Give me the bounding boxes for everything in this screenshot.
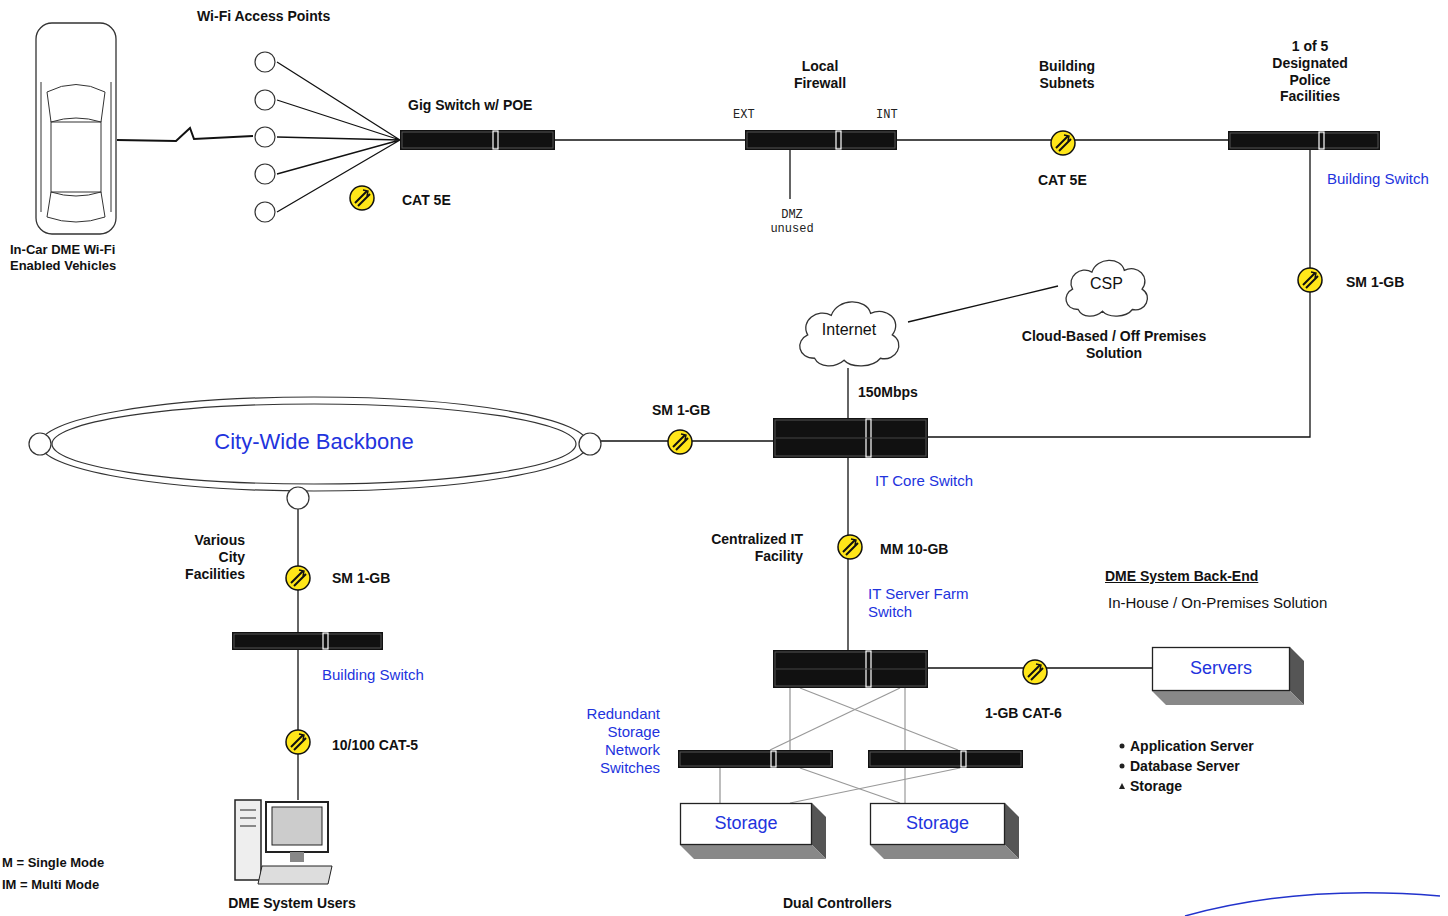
node-label: Local Firewall (780, 58, 860, 92)
network-link (719, 768, 720, 803)
list-item: Database Server (1130, 758, 1240, 775)
switch-label: IT Server Farm Switch (868, 585, 996, 621)
legend-note: M = Single Mode (2, 855, 104, 871)
network-link (928, 150, 1310, 437)
network-link (117, 128, 253, 141)
network-switch: 1 of 5 Designated Police FacilitiesBuild… (1228, 131, 1380, 150)
network-link (297, 493, 298, 632)
access-points: Wi-Fi Access Points (253, 50, 277, 224)
cable-label: CAT 5E (1038, 172, 1087, 189)
switch-label: Building Switch (1327, 170, 1429, 188)
network-switch-shape (232, 632, 383, 650)
note-label: Dual Controllers (783, 895, 892, 912)
list-item: Storage (1130, 778, 1182, 795)
bandwidth-label: 150Mbps (858, 384, 918, 401)
network-link (847, 368, 848, 418)
storage-box: Storage (870, 803, 1005, 845)
vehicle: In-Car DME Wi-Fi Enabled Vehicles (35, 22, 117, 235)
storage-switch-shape (678, 750, 833, 768)
internet-cloud: Internet (790, 290, 908, 368)
server-farm-switch-shape (773, 650, 928, 688)
access-points-shape (253, 50, 277, 224)
subnet-label: Building Subnets (1025, 58, 1109, 92)
facility-label: Various City Facilities (165, 532, 245, 582)
vehicle-shape (35, 22, 117, 235)
section-heading: DME System Back-End (1105, 568, 1258, 585)
box-label: Storage (680, 813, 812, 835)
region-arc (1185, 893, 1440, 916)
network-switch-shape (400, 130, 555, 150)
port-label: DMZ unused (762, 208, 822, 237)
node-label: Gig Switch w/ POE (408, 97, 532, 114)
core-switch-shape (773, 418, 928, 458)
cloud-caption: Cloud-Based / Off Premises Solution (1003, 328, 1225, 362)
storage-links (770, 688, 960, 803)
firewall-shape (745, 130, 897, 150)
network-link (908, 286, 1058, 322)
facility-label: 1 of 5 Designated Police Facilities (1260, 38, 1360, 105)
port-label: EXT (733, 108, 755, 122)
cable-label: SM 1-GB (1346, 274, 1404, 291)
vehicle-label: In-Car DME Wi-Fi Enabled Vehicles (10, 242, 140, 273)
storage-switch (868, 750, 1023, 768)
cable-label: MM 10-GB (880, 541, 948, 558)
node-label: Wi-Fi Access Points (197, 8, 330, 25)
cloud-label: CSP (1058, 274, 1155, 293)
switch-label: IT Core Switch (875, 472, 973, 490)
cable-label: CAT 5E (402, 192, 451, 209)
backbone-ring: City-Wide Backbone (28, 395, 600, 493)
workstation-shape (232, 800, 332, 886)
cloud-label: Internet (790, 320, 908, 339)
storage-box: Storage (680, 803, 812, 845)
network-link (297, 650, 298, 800)
cable-label: 1-GB CAT-6 (985, 705, 1062, 722)
port-label: INT (876, 108, 898, 122)
fiber-icon (286, 131, 1322, 754)
network-switch: Gig Switch w/ POE (400, 130, 555, 150)
storage-switch: Redundant Storage Network Switches (678, 750, 833, 768)
legend-note: IM = Multi Mode (2, 877, 99, 893)
cable-label: SM 1-GB (652, 402, 710, 419)
server-box: Servers (1152, 647, 1290, 691)
cable-label: 10/100 CAT-5 (332, 737, 418, 754)
node-label: DME System Users (212, 895, 372, 912)
box-label: Storage (870, 813, 1005, 835)
csp-cloud: CSPCloud-Based / Off Premises Solution (1058, 250, 1155, 318)
firewall: Local Firewall (745, 130, 897, 150)
network-switch: Various City FacilitiesBuilding Switch (232, 632, 383, 650)
cable-label: SM 1-GB (332, 570, 390, 587)
workstation: DME System Users (232, 800, 332, 886)
network-switch-shape (1228, 131, 1380, 150)
core-switch: IT Core Switch (773, 418, 928, 458)
box-label: Servers (1152, 658, 1290, 680)
section-subheading: In-House / On-Premises Solution (1108, 594, 1327, 612)
server-farm-switch: IT Server Farm Switch (773, 650, 928, 688)
network-link (277, 62, 400, 212)
switch-label: Building Switch (322, 666, 424, 684)
list-item: Application Server (1130, 738, 1254, 755)
site-label: Centralized IT Facility (703, 531, 803, 565)
dmz-stub (789, 150, 790, 199)
switch-label: Redundant Storage Network Switches (572, 705, 660, 777)
bullet-marks (1119, 744, 1125, 790)
network-link (555, 139, 745, 140)
backbone-label: City-Wide Backbone (28, 429, 600, 455)
